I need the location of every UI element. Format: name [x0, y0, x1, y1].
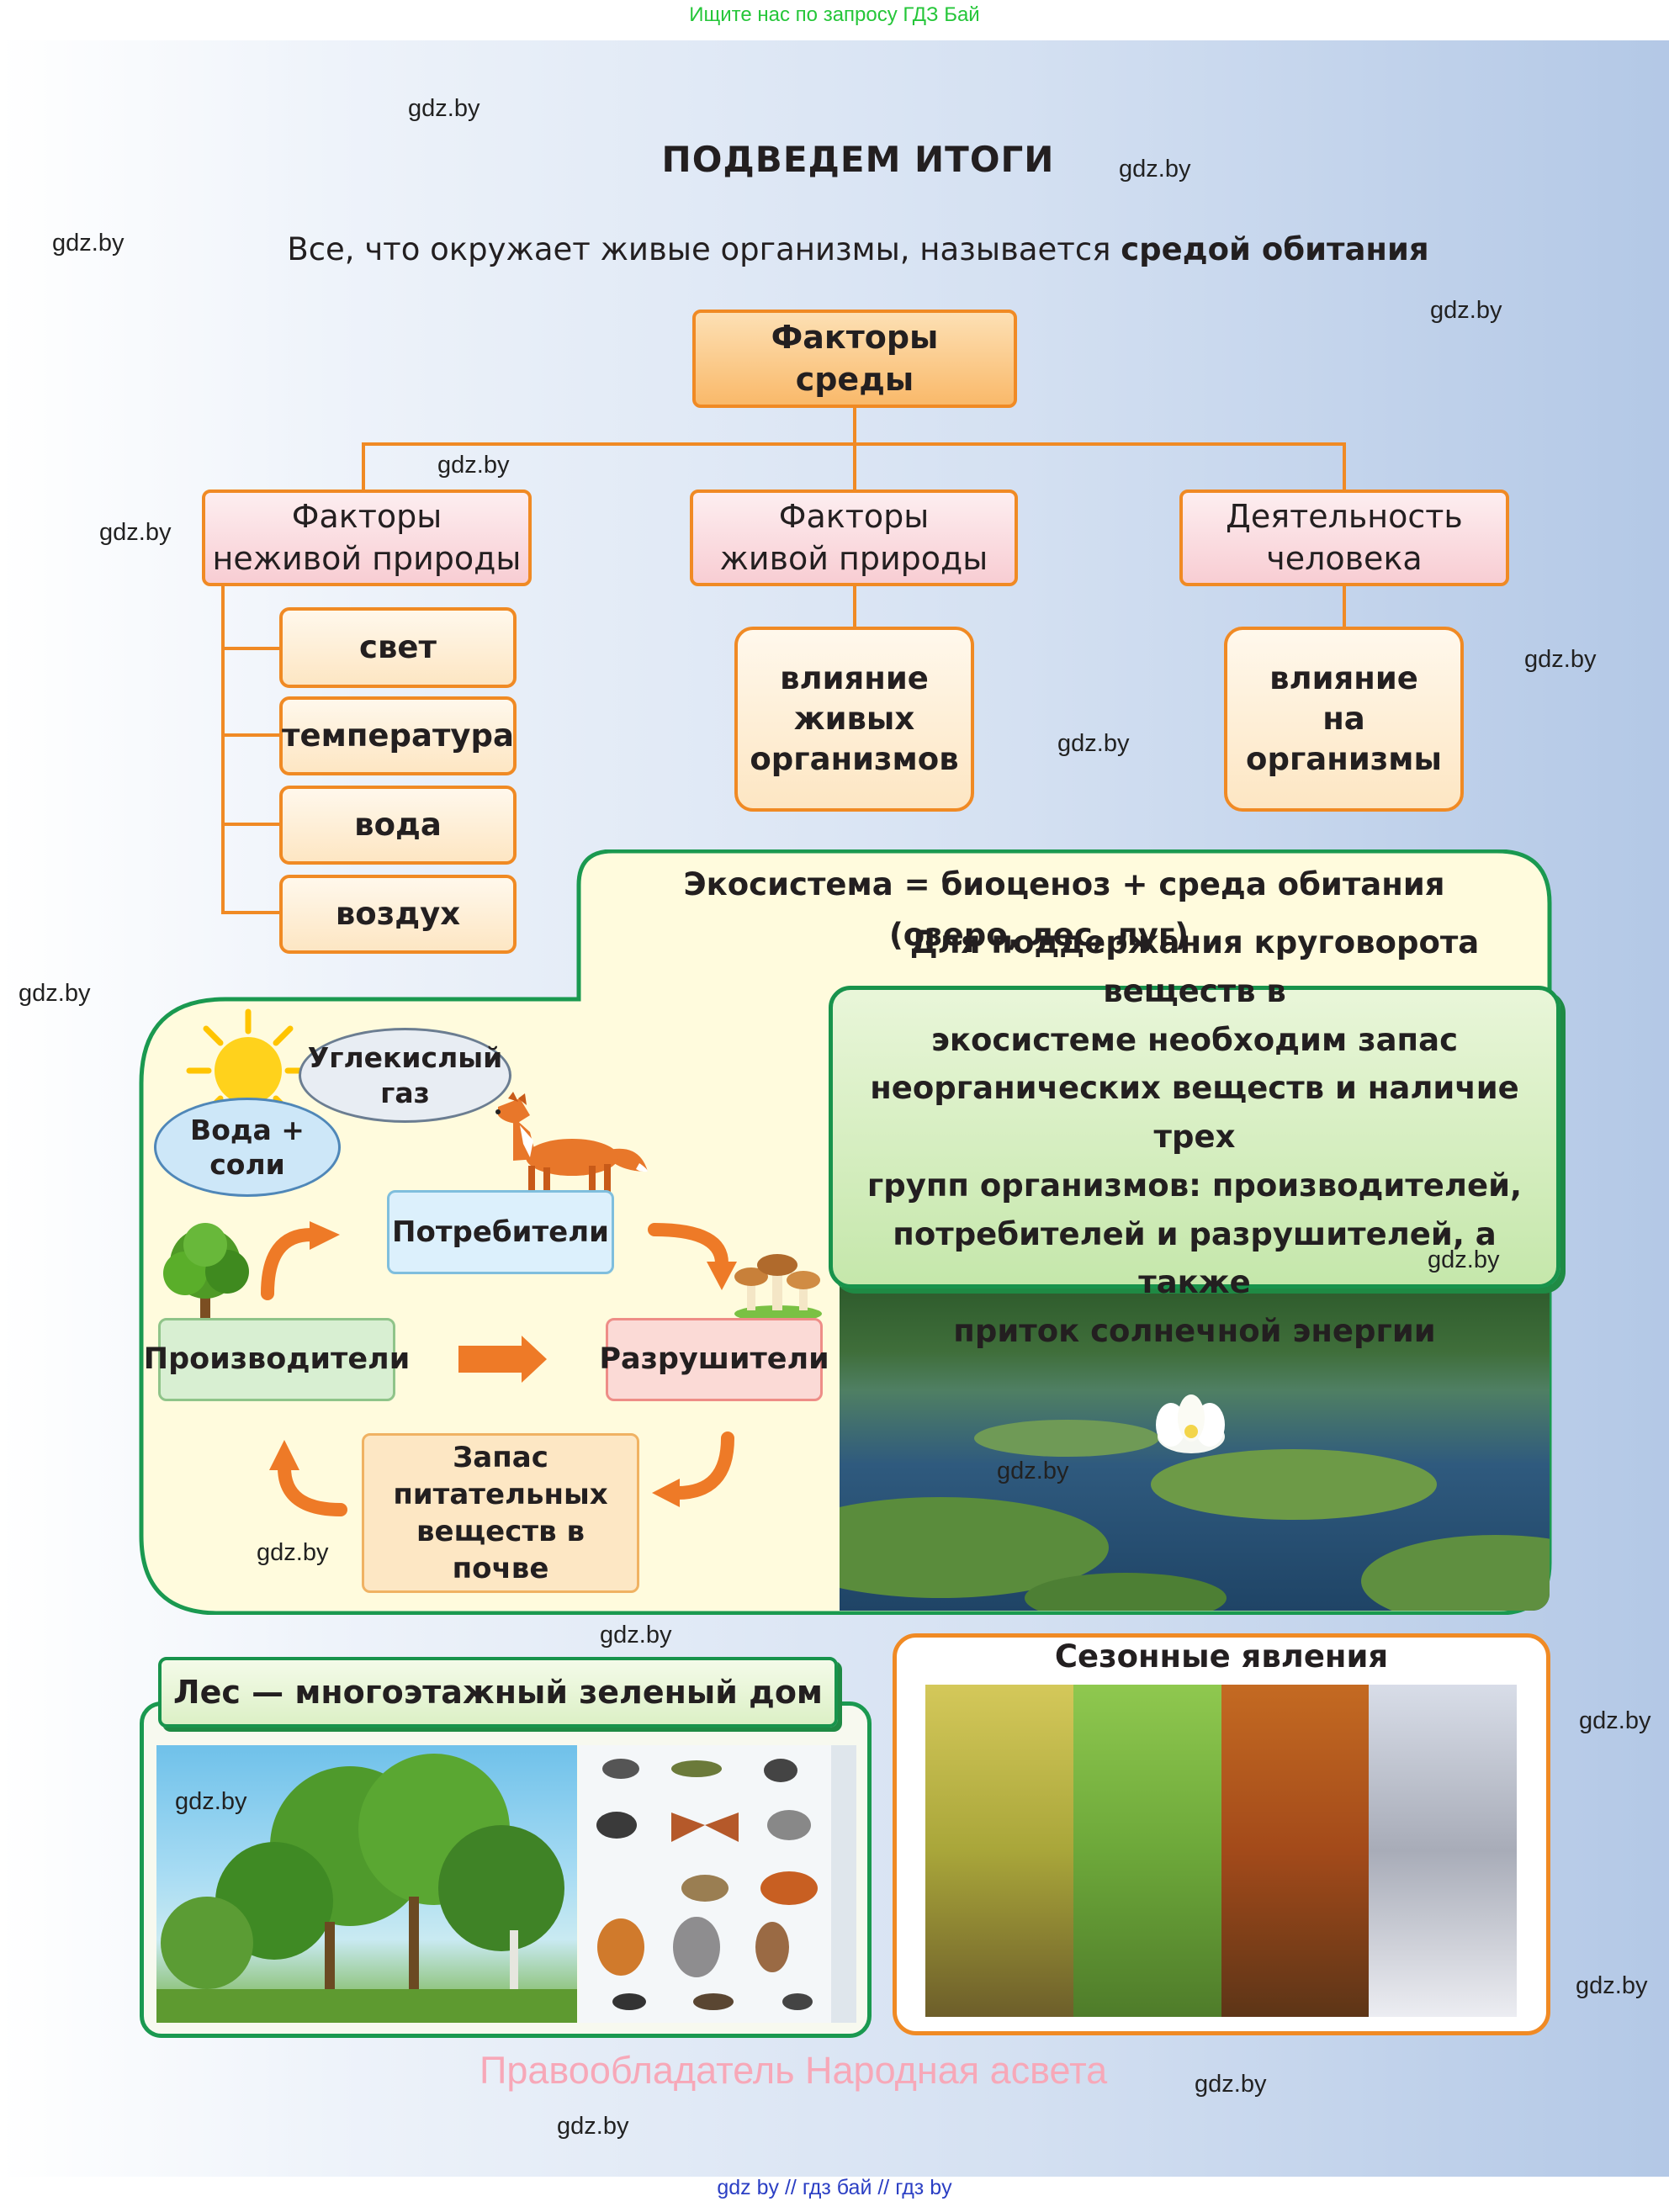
factor-item: свет [279, 607, 517, 688]
watermark: gdz.by [175, 1788, 247, 1815]
watermark: gdz.by [99, 519, 172, 546]
watermark: gdz.by [600, 1622, 672, 1648]
connector [362, 442, 365, 491]
label-line: человека [1266, 539, 1423, 577]
info-line: экосистеме необходим запас [930, 1021, 1459, 1058]
top-banner[interactable]: Ищите нас по запросу ГДЗ Бай [689, 3, 980, 26]
label-line: среды [795, 360, 914, 398]
lake-scene [840, 1394, 1550, 1611]
subtitle: Все, что окружает живые организмы, назыв… [0, 231, 1669, 267]
decomposers-box: Разрушители [599, 1318, 829, 1401]
fox-icon [495, 1092, 648, 1208]
label-line: Факторы [771, 319, 939, 357]
label-line: на [1322, 700, 1365, 737]
forest-trees [156, 1754, 577, 2023]
seasons-title: Сезонные явления [1054, 1638, 1389, 1675]
label-line: питательных [393, 1477, 608, 1511]
watermark: gdz.by [52, 230, 125, 257]
human-effect: влияние на организмы [1224, 627, 1464, 812]
label-line: живой природы [719, 539, 988, 577]
watermark: gdz.by [1428, 1246, 1500, 1273]
connector [221, 733, 280, 737]
watermark: gdz.by [1057, 730, 1130, 757]
watermark: gdz.by [1524, 646, 1597, 673]
factor-item: температура [279, 696, 517, 775]
label-line: Факторы [291, 498, 442, 536]
watermark: gdz.by [1579, 1707, 1651, 1734]
subtitle-bold: средой обитания [1121, 231, 1429, 267]
label-line: газ [380, 1076, 430, 1109]
info-line: потребителей и разрушителей, а также [893, 1215, 1497, 1301]
label-line: влияние [780, 659, 929, 696]
connector [221, 823, 280, 826]
season-winter [1369, 1685, 1517, 2017]
label-line: Вода + [190, 1113, 305, 1146]
ecosystem-examples: (озеро, лес, луг) [888, 917, 1189, 953]
watermark: gdz.by [437, 452, 510, 479]
season-autumn [1221, 1685, 1370, 2017]
label-line: Запас [453, 1440, 548, 1474]
water-salts-ellipse: Вода +соли [154, 1098, 341, 1197]
producers-box: Производители [144, 1318, 410, 1401]
tree-icon [163, 1223, 249, 1331]
mushrooms-icon [734, 1254, 822, 1322]
connector [221, 586, 225, 914]
forest-animals-image [579, 1745, 856, 2023]
label-line: живых [793, 700, 915, 737]
watermark: gdz.by [557, 2113, 629, 2140]
watermark: gdz.by [408, 95, 480, 122]
ecosystem-info: Для поддержания круговорота веществ в эк… [829, 924, 1560, 1349]
watermark: gdz.by [1195, 2071, 1267, 2098]
watermark: gdz.by [257, 1539, 329, 1566]
connector [853, 586, 856, 628]
label-line: неживой природы [212, 539, 522, 577]
label-line: Углекислый [307, 1041, 503, 1075]
label-line: Деятельность [1226, 498, 1463, 536]
lake-photo [840, 1287, 1550, 1611]
connector [1343, 586, 1346, 628]
info-line: групп организмов: производителей, [866, 1167, 1523, 1204]
footer-links[interactable]: gdz by // гдз бай // гдз by [717, 2176, 952, 2199]
page-title: ПОДВЕДЕМ ИТОГИ [661, 139, 1055, 180]
watermark: gdz.by [1576, 1972, 1648, 1999]
info-line: Для поддержания круговорота веществ в [909, 924, 1480, 1009]
animal-figures [596, 1745, 856, 2023]
connector [221, 647, 280, 650]
watermark: gdz.by [1430, 297, 1502, 324]
consumers-box: Потребители [387, 1190, 614, 1274]
connector [853, 442, 856, 491]
label-line: соли [209, 1148, 285, 1181]
seasons-image [925, 1685, 1517, 2017]
season-summer [1073, 1685, 1221, 2017]
ecosystem-formula: Экосистема = биоценоз + среда обитания [683, 866, 1445, 902]
watermark: gdz.by [19, 980, 91, 1007]
label-line: влияние [1269, 659, 1418, 696]
season-spring [925, 1685, 1073, 2017]
connector [221, 911, 280, 914]
label-line: Факторы [778, 498, 930, 536]
forest-title: Лес — многоэтажный зеленый дом [158, 1657, 838, 1728]
forest-layers-image [156, 1745, 577, 2023]
label-line: веществ в почве [416, 1515, 585, 1586]
subtitle-text: Все, что окружает живые организмы, назыв… [287, 231, 1121, 267]
watermark: gdz.by [1119, 156, 1191, 183]
info-line: неорганических веществ и наличие трех [870, 1070, 1519, 1156]
factor-item: воздух [279, 875, 517, 954]
factor-item: вода [279, 786, 517, 865]
connector [1343, 442, 1346, 491]
watermark: gdz.by [997, 1458, 1069, 1484]
copyright: Правообладатель Народная асвета [480, 2049, 1108, 2092]
info-line: приток солнечной энергии [953, 1313, 1436, 1350]
label-line: организмов [750, 741, 959, 778]
connector [853, 408, 856, 446]
living-effect: влияние живых организмов [734, 627, 974, 812]
label-line: организмы [1246, 741, 1442, 778]
